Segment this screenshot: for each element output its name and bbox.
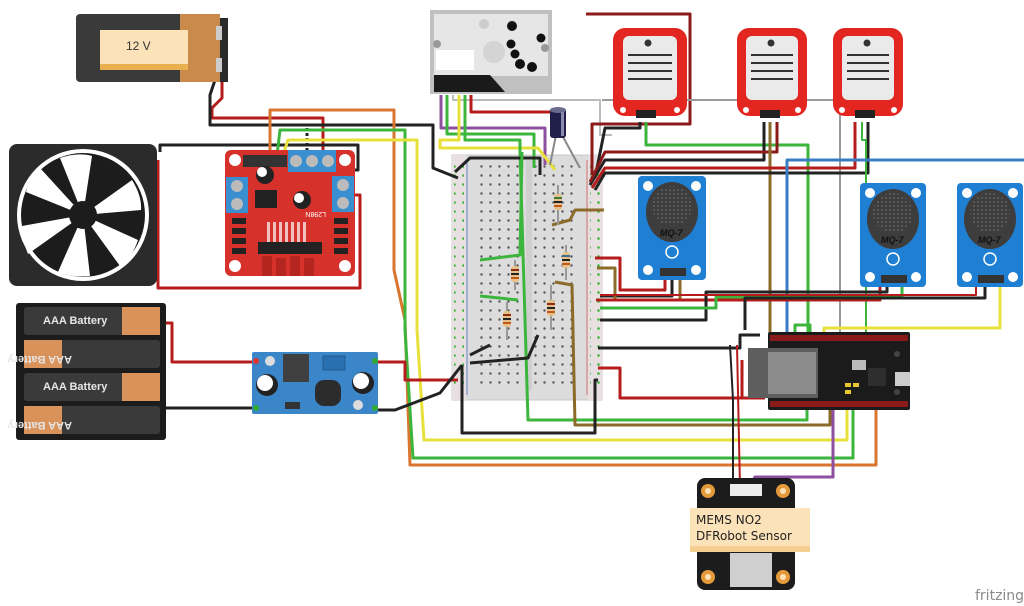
fritzing-watermark: fritzing (975, 588, 1024, 604)
aaa-battery-pack: AAA Battery AAA Battery AAA Battery AAA … (7, 303, 166, 440)
wire-black (600, 285, 889, 322)
aaa-cell: AAA Battery (7, 340, 160, 368)
wire-purple (439, 95, 547, 165)
resistor (547, 285, 555, 330)
l298n-chip-label: L298N (305, 210, 326, 217)
mq7-sensor: MQ-7 (860, 183, 926, 287)
no2-label-line1: MEMS NO2 (696, 513, 762, 527)
wire-brown (554, 280, 832, 427)
wire-black (375, 364, 464, 412)
esp32-board (748, 332, 910, 410)
wire-green (275, 128, 855, 460)
wire-green (479, 294, 519, 302)
aaa-cell-label: AAA Battery (7, 353, 72, 365)
wire-green (600, 285, 904, 310)
battery-12v: 12 V (76, 14, 228, 82)
wire-black (729, 344, 734, 488)
aaa-cell-label: AAA Battery (7, 419, 72, 431)
wire-black (460, 365, 598, 435)
mq7-label: MQ-7 (660, 228, 683, 238)
resistor (503, 302, 511, 340)
aaa-cell-label: AAA Battery (43, 315, 108, 327)
wire-yellow (822, 283, 1002, 335)
wire-yellow (281, 138, 849, 442)
l298n-motor-driver: L298N (225, 150, 355, 276)
wire-red (595, 256, 667, 292)
wire-black (453, 156, 542, 175)
wire-yellow (438, 95, 557, 171)
wire-gray (602, 99, 841, 335)
resistor (511, 260, 519, 290)
wire-black (598, 333, 760, 350)
wire-darkred (588, 122, 779, 183)
battery-label: 12 V (126, 39, 151, 53)
dust-sensor (430, 10, 552, 94)
mq7-label: MQ-7 (881, 235, 904, 245)
aaa-cell-label: AAA Battery (43, 381, 108, 393)
wire-black (593, 122, 642, 179)
resistor (562, 245, 570, 280)
wire-red (160, 321, 258, 364)
wire-red (375, 360, 458, 382)
wire-green (463, 95, 809, 422)
mq7-sensor: MQ-7 (957, 183, 1023, 287)
wire-black (208, 79, 459, 180)
wire-brown (551, 208, 604, 227)
wire-red (469, 95, 550, 114)
mq7-label: MQ-7 (978, 235, 1001, 245)
wire-red (736, 344, 741, 489)
dht22-sensor (613, 28, 687, 118)
wire-black (600, 278, 674, 298)
wire-darkred (586, 12, 692, 175)
wire-green (445, 95, 536, 168)
resistor (554, 185, 562, 225)
buck-converter (252, 352, 378, 414)
aaa-cell: AAA Battery (7, 406, 160, 434)
wire-black (469, 343, 491, 357)
dht22-sensor (833, 28, 903, 118)
wire-orange (268, 108, 878, 467)
wire-green (793, 323, 812, 335)
wire-blue (785, 158, 1024, 335)
wire-green (479, 151, 524, 262)
resistors (503, 185, 570, 340)
dc-fan (9, 144, 157, 286)
no2-sensor: MEMS NO2 DFRobot Sensor (690, 478, 810, 590)
mq7-sensor: MQ-7 (638, 176, 706, 280)
wire-black (588, 122, 766, 186)
wire-black (593, 122, 870, 191)
wire-purple (746, 402, 835, 491)
wire-black (469, 334, 540, 365)
capacitor (549, 107, 581, 169)
wire-red (590, 122, 857, 189)
aaa-cell: AAA Battery (24, 373, 160, 401)
wire-green (644, 122, 810, 335)
aaa-cell: AAA Battery (24, 307, 160, 335)
wire-red (598, 360, 744, 400)
breadboard (451, 154, 603, 401)
dht22-sensor (737, 28, 807, 118)
wire-black (743, 283, 987, 330)
wire-red (596, 285, 882, 302)
no2-label-line2: DFRobot Sensor (696, 529, 792, 543)
